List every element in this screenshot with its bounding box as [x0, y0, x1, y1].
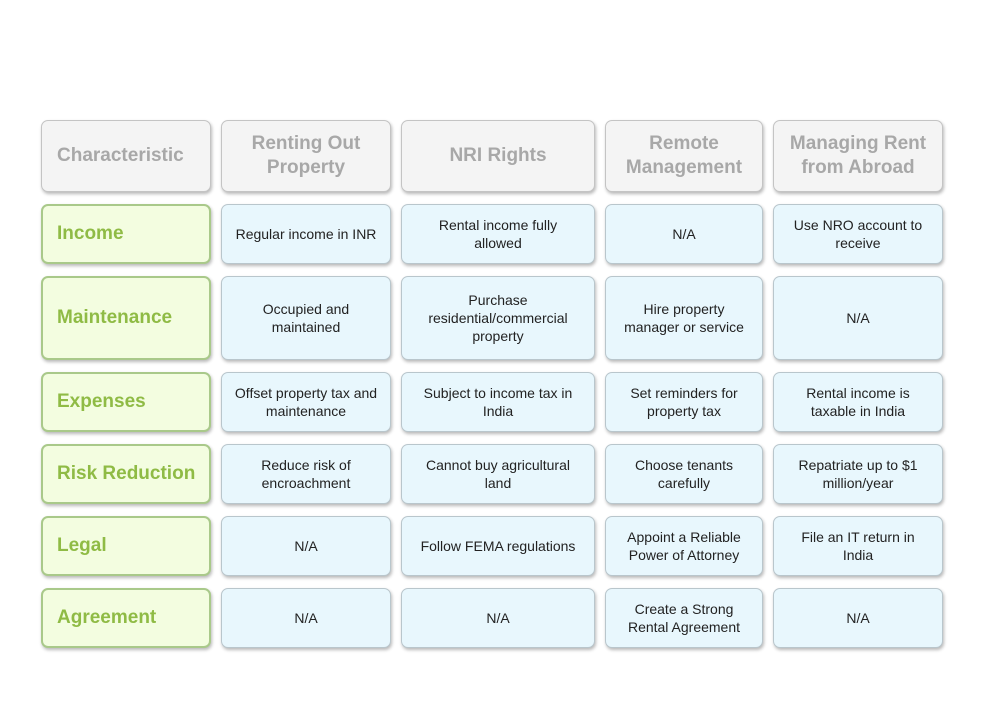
table-cell-text: N/A	[294, 538, 318, 554]
column-header-managing-rent-from-abroad: Managing Rent from Abroad	[773, 120, 943, 192]
table-cell: Create a Strong Rental Agreement	[605, 588, 763, 648]
table-cell: Purchase residential/commercial property	[401, 276, 595, 360]
table-cell-text: Rental income fully allowed	[438, 217, 558, 251]
row-label-agreement-text: Agreement	[57, 607, 157, 628]
column-header-characteristic: Characteristic	[41, 120, 211, 192]
table-cell: Cannot buy agricultural land	[401, 444, 595, 504]
table-cell: File an IT return in India	[773, 516, 943, 576]
column-header-remote-management: Remote Management	[605, 120, 763, 192]
table-cell: Occupied and maintained	[221, 276, 391, 360]
table-cell-text: Cannot buy agricultural land	[426, 457, 570, 491]
row-label-risk-reduction-text: Risk Reduction	[57, 463, 196, 484]
table-cell: N/A	[221, 588, 391, 648]
table-cell-text: N/A	[846, 610, 870, 626]
row-label-legal: Legal	[41, 516, 211, 576]
column-header-remote-management-text: Remote Management	[625, 133, 743, 178]
table-cell-text: Reduce risk of encroachment	[261, 457, 351, 491]
column-header-nri-rights: NRI Rights	[401, 120, 595, 192]
table-cell-text: N/A	[486, 610, 510, 626]
table-cell-text: Set reminders for property tax	[630, 385, 738, 419]
column-header-renting-out-property: Renting Out Property	[221, 120, 391, 192]
table-cell: Set reminders for property tax	[605, 372, 763, 432]
table-cell-text: File an IT return in India	[801, 529, 915, 563]
row-label-income-text: Income	[57, 223, 124, 244]
row-label-maintenance: Maintenance	[41, 276, 211, 360]
table-cell-text: Offset property tax and maintenance	[234, 385, 378, 419]
table-cell-text: Appoint a Reliable Power of Attorney	[627, 529, 741, 563]
table-cell: Choose tenants carefully	[605, 444, 763, 504]
row-label-risk-reduction: Risk Reduction	[41, 444, 211, 504]
table-cell: N/A	[221, 516, 391, 576]
row-label-expenses: Expenses	[41, 372, 211, 432]
table-cell: Follow FEMA regulations	[401, 516, 595, 576]
table-cell: Repatriate up to $1 million/year	[773, 444, 943, 504]
table-cell-text: Choose tenants carefully	[634, 457, 734, 491]
table-cell: Offset property tax and maintenance	[221, 372, 391, 432]
row-label-maintenance-text: Maintenance	[57, 307, 173, 328]
row-label-legal-text: Legal	[57, 535, 107, 556]
table-cell: Rental income is taxable in India	[773, 372, 943, 432]
table-cell: Appoint a Reliable Power of Attorney	[605, 516, 763, 576]
table-cell-text: Repatriate up to $1 million/year	[798, 457, 918, 491]
table-cell: N/A	[773, 588, 943, 648]
table-cell-text: Purchase residential/commercial property	[428, 292, 568, 344]
column-header-managing-rent-from-abroad-text: Managing Rent from Abroad	[789, 133, 927, 178]
row-label-expenses-text: Expenses	[57, 391, 146, 412]
table-cell-text: N/A	[672, 226, 696, 242]
column-header-nri-rights-text: NRI Rights	[449, 145, 547, 166]
row-label-agreement: Agreement	[41, 588, 211, 648]
table-cell-text: Create a Strong Rental Agreement	[627, 601, 741, 635]
table-cell: Subject to income tax in India	[401, 372, 595, 432]
table-cell: N/A	[401, 588, 595, 648]
column-header-renting-out-property-text: Renting Out Property	[251, 133, 361, 178]
table-cell: Use NRO account to receive	[773, 204, 943, 264]
table-cell-text: Subject to income tax in India	[423, 385, 573, 419]
column-header-characteristic-text: Characteristic	[57, 145, 184, 166]
table-cell-text: Regular income in INR	[235, 226, 377, 242]
table-cell: Rental income fully allowed	[401, 204, 595, 264]
table-cell-text: Rental income is taxable in India	[806, 385, 910, 419]
table-cell-text: Hire property manager or service	[624, 301, 744, 335]
table-cell-text: N/A	[294, 610, 318, 626]
table-cell: Reduce risk of encroachment	[221, 444, 391, 504]
table-cell-text: N/A	[846, 310, 870, 326]
table-cell-text: Follow FEMA regulations	[420, 538, 576, 554]
row-label-income: Income	[41, 204, 211, 264]
table-cell: N/A	[773, 276, 943, 360]
table-cell: Hire property manager or service	[605, 276, 763, 360]
table-cell-text: Use NRO account to receive	[793, 217, 923, 251]
table-cell-text: Occupied and maintained	[262, 301, 350, 335]
table-cell: N/A	[605, 204, 763, 264]
table-cell: Regular income in INR	[221, 204, 391, 264]
